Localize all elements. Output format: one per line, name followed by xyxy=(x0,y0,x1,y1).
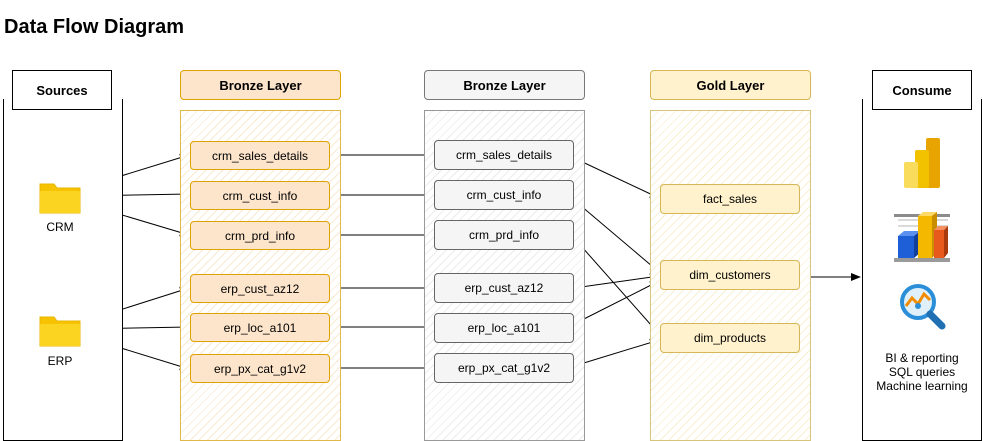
consume-use-sql: SQL queries xyxy=(888,365,956,379)
silver-table-box: crm_prd_info xyxy=(434,220,574,250)
consume-header: Consume xyxy=(872,70,972,110)
silver-table-box: erp_px_cat_g1v2 xyxy=(434,353,574,383)
bronze-table-box: erp_px_cat_g1v2 xyxy=(190,354,330,383)
silver-table-box: erp_loc_a101 xyxy=(434,313,574,343)
silver-table-box: crm_cust_info xyxy=(434,180,574,210)
arrow-silver-cust-az12-to-dim-customers xyxy=(573,273,660,289)
bronze-table-box: crm_prd_info xyxy=(190,221,330,250)
arrow-silver-loc-to-dim-customers xyxy=(573,280,660,325)
bronze-table-box: erp_cust_az12 xyxy=(190,274,330,303)
bronze-header: Bronze Layer xyxy=(180,70,341,100)
gold-header: Gold Layer xyxy=(650,70,811,100)
bronze-table-box: erp_loc_a101 xyxy=(190,313,330,342)
silver-table-box: erp_cust_az12 xyxy=(434,273,574,303)
arrow-silver-cust-to-dim-customers xyxy=(573,199,660,273)
arrow-silver-to-fact-sales xyxy=(573,157,660,199)
sources-lane xyxy=(3,99,123,441)
consume-use-bi: BI & reporting xyxy=(885,351,959,365)
silver-table-box: crm_sales_details xyxy=(434,140,574,170)
bronze-table-box: crm_cust_info xyxy=(190,181,330,210)
bronze-table-box: crm_sales_details xyxy=(190,141,330,170)
crm-folder-icon xyxy=(39,183,81,214)
sql-analysis-icon xyxy=(900,284,946,330)
arrow-silver-prd-to-dim-products xyxy=(573,237,660,335)
consume-use-ml: Machine learning xyxy=(876,379,968,393)
gold-table-box: dim_products xyxy=(660,323,800,353)
crm-source-label: CRM xyxy=(46,220,74,234)
gold-table-box: fact_sales xyxy=(660,184,800,214)
arrow-silver-px-to-dim-products xyxy=(573,338,660,367)
gold-table-box: dim_customers xyxy=(660,260,800,290)
sources-header: Sources xyxy=(12,70,112,110)
erp-source-label: ERP xyxy=(47,354,73,368)
bar-chart-icon xyxy=(894,212,950,262)
silver-header: Bronze Layer xyxy=(424,70,585,100)
power-bi-icon xyxy=(904,138,940,188)
erp-folder-icon xyxy=(39,316,81,347)
page-title: Data Flow Diagram xyxy=(4,16,185,38)
